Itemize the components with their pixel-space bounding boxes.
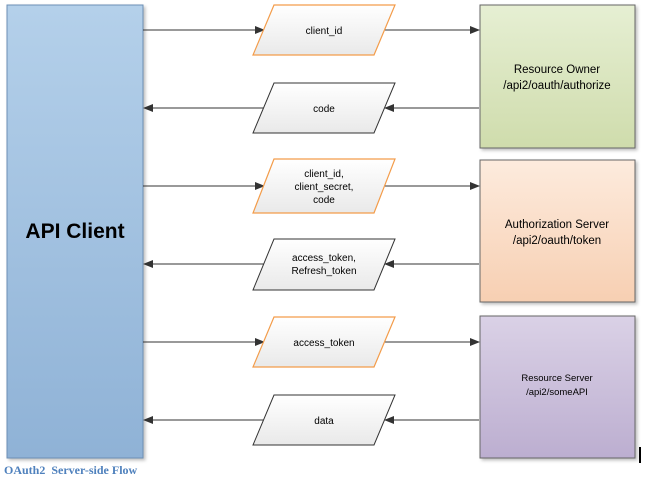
- authorization-server-path: /api2/oauth/token: [513, 235, 601, 247]
- authorization-server-label: Authorization Server: [505, 219, 609, 231]
- message-token-request: client_id, client_secret, code: [143, 158, 480, 214]
- figure-caption: OAuth2 Server-side Flow: [4, 463, 138, 477]
- resource-owner-label: Resource Owner: [514, 64, 600, 76]
- text-cursor: [639, 447, 641, 463]
- message-parallelogram: [252, 316, 396, 368]
- message-text-line-3: code: [313, 195, 335, 206]
- api-client-box: [6, 4, 144, 459]
- resource-owner-path: /api2/oauth/authorize: [503, 80, 610, 92]
- resource-owner-box: [479, 4, 636, 149]
- message-data: data: [143, 394, 479, 446]
- message-text-line-1: client_id,: [304, 169, 343, 180]
- message-text: access_token: [293, 338, 354, 349]
- message-token-response: access_token, Refresh_token: [143, 238, 479, 291]
- message-parallelogram: [252, 238, 396, 291]
- message-parallelogram: [252, 394, 396, 446]
- message-code: code: [143, 82, 479, 134]
- api-client-label: API Client: [25, 220, 124, 243]
- message-api-request: access_token: [143, 316, 480, 368]
- message-text-line-2: Refresh_token: [291, 266, 356, 277]
- message-text: data: [314, 416, 334, 427]
- message-text-line-2: client_secret,: [295, 182, 354, 193]
- message-text-line-1: access_token,: [292, 253, 356, 264]
- message-parallelogram: [252, 4, 396, 56]
- message-text: client_id: [306, 26, 343, 37]
- resource-server-path: /api2/someAPI: [526, 387, 588, 398]
- message-parallelogram: [252, 82, 396, 134]
- authorization-server-node: Authorization Server /api2/oauth/token: [479, 159, 636, 303]
- resource-server-node: Resource Server /api2/someAPI: [479, 315, 636, 459]
- message-parallelogram: [252, 158, 396, 214]
- resource-owner-node: Resource Owner /api2/oauth/authorize: [479, 4, 636, 149]
- api-client-node: API Client: [6, 4, 144, 459]
- resource-server-box: [479, 315, 636, 459]
- resource-server-label: Resource Server: [521, 373, 592, 384]
- authorization-server-box: [479, 159, 636, 303]
- message-text: code: [313, 104, 335, 115]
- message-client-id: client_id: [143, 4, 480, 56]
